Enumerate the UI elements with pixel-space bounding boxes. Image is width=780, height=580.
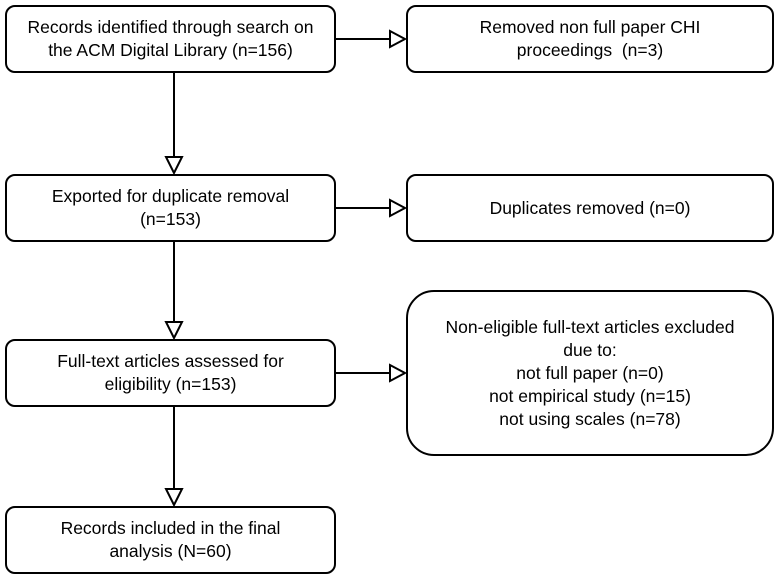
box-text-line: analysis (N=60) <box>109 541 232 561</box>
box-text-line: Full-text articles assessed for <box>57 351 284 371</box>
non-eligible-excluded-box: Non-eligible full-text articles excluded… <box>406 290 774 456</box>
box-text-line: Duplicates removed (n=0) <box>489 197 691 218</box>
box-text-line: Non-eligible full-text articles excluded <box>445 316 735 337</box>
box-text-line: not using scales (n=78) <box>499 408 681 429</box>
arrowhead-right-2 <box>389 198 408 218</box>
exported-duplicate-removal-box: Exported for duplicate removal (n=153) <box>5 174 336 242</box>
arrowhead-right-1 <box>389 29 408 49</box>
arrowhead-right-3 <box>389 363 408 383</box>
box-text-line: Removed non full paper CHI <box>479 17 701 37</box>
box-text-line: Records identified through search on <box>27 17 314 37</box>
removed-non-full-paper-box: Removed non full paper CHI proceedings (… <box>406 5 774 73</box>
records-identified-box: Records identified through search on the… <box>5 5 336 73</box>
box-text-line: (n=153) <box>140 209 201 229</box>
box-text-line: due to: <box>563 339 617 360</box>
records-included-box: Records included in the final analysis (… <box>5 506 336 574</box>
full-text-assessed-box: Full-text articles assessed for eligibil… <box>5 339 336 407</box>
duplicates-removed-box: Duplicates removed (n=0) <box>406 174 774 242</box>
box-text-line: Records included in the final <box>60 518 281 538</box>
box-text-line: not empirical study (n=15) <box>489 385 691 406</box>
box-text-line: not full paper (n=0) <box>516 362 664 383</box>
box-text-line: Exported for duplicate removal <box>51 186 290 206</box>
arrowhead-down-3 <box>164 488 184 508</box>
arrowhead-down-1 <box>164 156 184 176</box>
box-text-line: proceedings (n=3) <box>516 40 664 60</box>
arrowhead-down-2 <box>164 321 184 341</box>
box-text-line: the ACM Digital Library (n=156) <box>48 40 293 60</box>
box-text-line: eligibility (n=153) <box>104 374 237 394</box>
